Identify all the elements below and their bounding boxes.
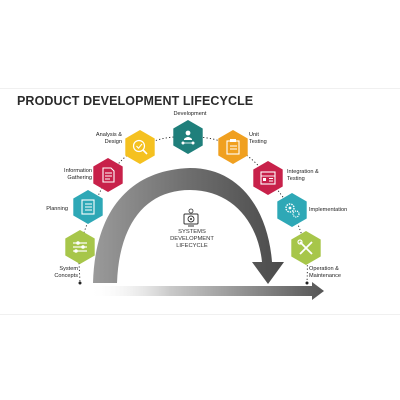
puzzle-icon — [260, 171, 276, 185]
stage-label-integration-testing: Integration &Testing — [287, 169, 319, 182]
stage-label-analysis-design: Analysis &Design — [95, 132, 122, 145]
stage-label-implementation: Implementation — [309, 207, 348, 213]
magnifier-check-icon — [132, 139, 148, 155]
center-gear-monitor-icon — [183, 208, 199, 227]
sliders-icon — [73, 241, 87, 253]
stage-label-operation-maintenance: Operation &Maintenance — [309, 266, 342, 279]
clipboard-icon — [226, 139, 240, 155]
stage-hexagon — [93, 158, 123, 192]
stage-hexagon — [218, 130, 248, 164]
document-icon — [102, 167, 115, 183]
checklist-icon — [81, 199, 95, 215]
stage-hexagon — [253, 161, 283, 195]
dot-left — [78, 281, 82, 285]
stage-label-planning: Planning — [46, 206, 68, 212]
arc-arrow — [93, 168, 284, 284]
dot-right — [305, 281, 309, 285]
stage-label-development: Development — [173, 111, 207, 117]
slide-background — [0, 88, 400, 315]
gears-icon — [285, 203, 300, 218]
dotted-drop-left — [78, 262, 81, 283]
wrench-screwdriver-icon — [297, 239, 313, 255]
stage-hexagon — [277, 193, 307, 227]
team-network-icon — [181, 130, 195, 145]
slide-title: PRODUCT DEVELOPMENT LIFECYCLE — [17, 94, 254, 108]
center-label: SYSTEMS DEVELOPMENT LIFECYCLE — [170, 229, 214, 249]
timeline-arrow — [88, 282, 324, 300]
